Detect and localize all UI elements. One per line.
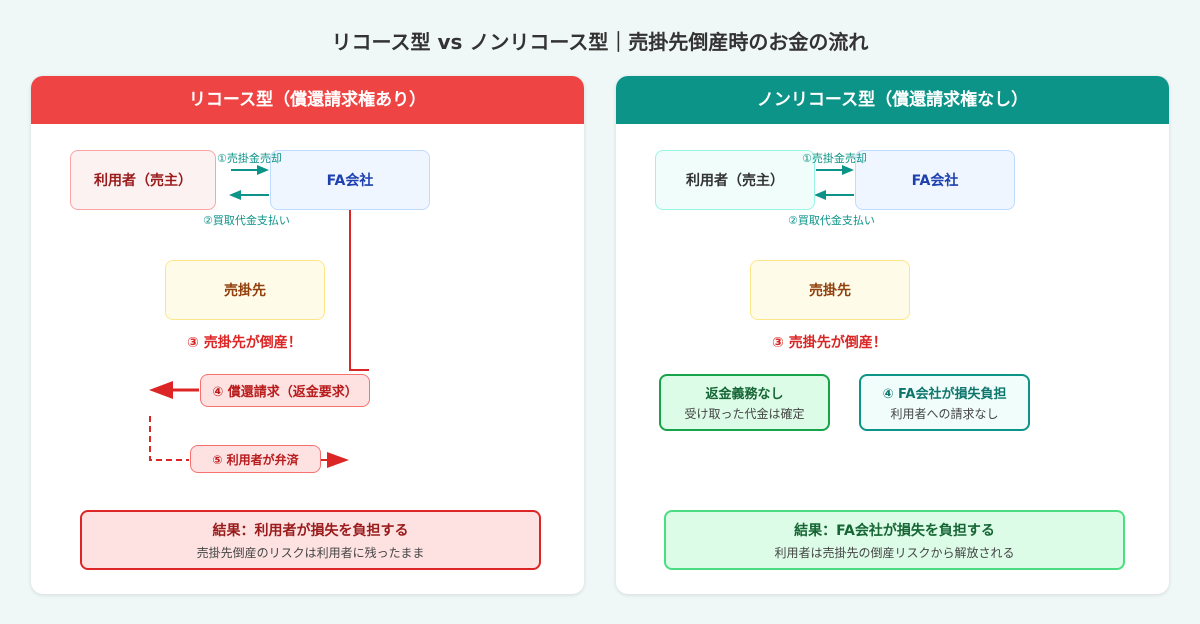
recourse-repay-box: ⑤ 利用者が弁済 bbox=[190, 445, 321, 473]
recourse-step1-label: ①売掛金売却 bbox=[217, 152, 282, 165]
diagram-title: リコース型 vs ノンリコース型｜売掛先倒産時のお金の流れ bbox=[331, 30, 869, 54]
nonrecourse-sale-arrowhead bbox=[842, 165, 854, 175]
recourse-result-subtitle: 売掛先倒産のリスクは利用者に残ったまま bbox=[196, 545, 425, 560]
nonrecourse-user-label: 利用者（売主） bbox=[686, 173, 784, 189]
nonrecourse-user-box: 利用者（売主） bbox=[655, 150, 815, 210]
nonrecourse-arrows bbox=[814, 165, 854, 200]
recourse-user-label: 利用者（売主） bbox=[94, 173, 192, 189]
recourse-claim-line bbox=[349, 210, 369, 371]
recourse-repay-label: ⑤ 利用者が弁済 bbox=[212, 452, 299, 467]
recourse-panel: リコース型（償還請求権あり） 利用者（売主） FA会社 ①売掛金売却 ②買取代金… bbox=[31, 76, 584, 594]
nonrecourse-debtor-label: 売掛先 bbox=[809, 283, 851, 299]
recourse-repay-arrowhead bbox=[327, 452, 349, 468]
nonrecourse-fa-label: FA会社 bbox=[911, 173, 959, 189]
nonrecourse-panel: ノンリコース型（償還請求権なし） 利用者（売主） FA会社 ①売掛金売却 ②買取… bbox=[616, 76, 1169, 594]
nonrecourse-result-title: 結果：FA会社が損失を負担する bbox=[794, 522, 995, 539]
no-refund-subtitle: 受け取った代金は確定 bbox=[684, 407, 805, 421]
nonrecourse-bankruptcy-alert: ③ 売掛先が倒産！ bbox=[772, 335, 887, 351]
recourse-result-title: 結果：利用者が損失を負担する bbox=[212, 522, 409, 539]
nonrecourse-header: ノンリコース型（償還請求権なし） bbox=[616, 76, 1169, 124]
fa-loss-box: ④ FA会社が損失負担 利用者への請求なし bbox=[859, 374, 1030, 431]
nonrecourse-debtor-box: 売掛先 bbox=[750, 260, 910, 320]
nonrecourse-step1-label: ①売掛金売却 bbox=[802, 152, 867, 165]
recourse-claim-arrowhead bbox=[149, 381, 173, 399]
recourse-arrows bbox=[149, 165, 369, 468]
no-refund-title: 返金義務なし bbox=[705, 387, 784, 402]
no-refund-box: 返金義務なし 受け取った代金は確定 bbox=[659, 374, 830, 431]
recourse-header: リコース型（償還請求権あり） bbox=[31, 76, 584, 124]
recourse-result-box: 結果：利用者が損失を負担する 売掛先倒産のリスクは利用者に残ったまま bbox=[80, 510, 541, 570]
recourse-user-box: 利用者（売主） bbox=[70, 150, 216, 210]
recourse-debtor-box: 売掛先 bbox=[165, 260, 325, 320]
nonrecourse-result-box: 結果：FA会社が損失を負担する 利用者は売掛先の倒産リスクから解放される bbox=[664, 510, 1125, 570]
nonrecourse-result-subtitle: 利用者は売掛先の倒産リスクから解放される bbox=[774, 545, 1015, 560]
recourse-fa-label: FA会社 bbox=[326, 173, 374, 189]
recourse-debtor-label: 売掛先 bbox=[224, 283, 266, 299]
nonrecourse-payment-arrowhead bbox=[814, 190, 826, 200]
recourse-sale-arrowhead bbox=[257, 165, 269, 175]
recourse-claim-box: ④ 償還請求（返金要求） bbox=[200, 374, 370, 407]
nonrecourse-fa-box: FA会社 bbox=[855, 150, 1015, 210]
recourse-claim-label: ④ 償還請求（返金要求） bbox=[212, 385, 358, 400]
recourse-payment-arrowhead bbox=[229, 190, 241, 200]
recourse-repay-line bbox=[149, 416, 189, 461]
recourse-fa-box: FA会社 bbox=[270, 150, 430, 210]
fa-loss-title: ④ FA会社が損失負担 bbox=[882, 387, 1007, 402]
nonrecourse-step2-label: ②買取代金支払い bbox=[788, 214, 875, 227]
recourse-bankruptcy-alert: ③ 売掛先が倒産！ bbox=[187, 335, 302, 351]
recourse-step2-label: ②買取代金支払い bbox=[203, 214, 290, 227]
fa-loss-subtitle: 利用者への請求なし bbox=[890, 407, 999, 421]
